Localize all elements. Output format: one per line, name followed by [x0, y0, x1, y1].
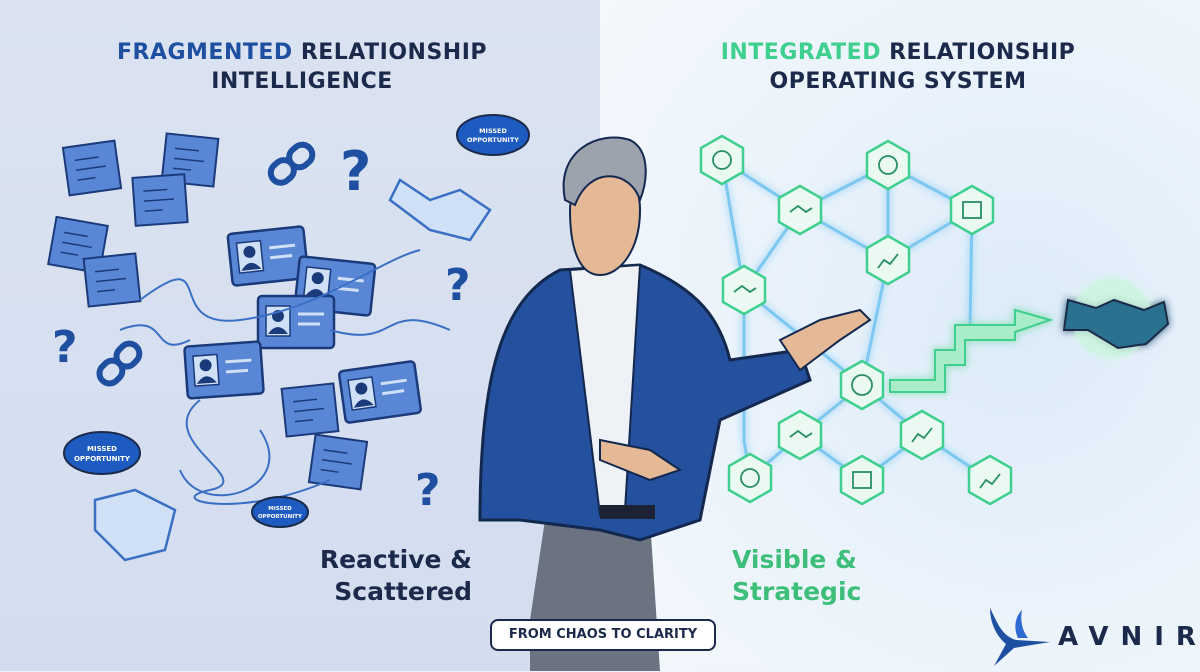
chaos-to-clarity-pill: FROM CHAOS TO CLARITY — [490, 619, 716, 651]
left-title-accent: FRAGMENTED — [116, 40, 293, 65]
label-line: Visible & — [732, 545, 857, 574]
reactive-scattered-label: Reactive & Scattered — [300, 544, 472, 608]
cloud-text: MISSED — [87, 445, 117, 453]
label-line: Scattered — [334, 577, 472, 606]
cloud-text: OPPORTUNITY — [258, 514, 303, 520]
cloud-text: OPPORTUNITY — [74, 455, 131, 463]
node-glyphs — [712, 150, 1001, 489]
bird-logo-icon — [990, 608, 1050, 666]
avnir-logo: AVNIR — [984, 604, 1196, 668]
left-title-rest: RELATIONSHIP — [292, 40, 488, 65]
handshake-icon — [93, 178, 492, 562]
visible-strategic-label: Visible & Strategic — [732, 544, 892, 608]
logo-text: AVNIR — [1058, 622, 1200, 652]
right-title: INTEGRATED RELATIONSHIP OPERATING SYSTEM — [618, 38, 1178, 96]
svg-text:?: ? — [52, 322, 78, 373]
label-line: Reactive & — [319, 545, 472, 574]
svg-text:?: ? — [340, 140, 371, 203]
cloud-text: OPPORTUNITY — [467, 136, 519, 144]
tangled-arrows — [119, 249, 451, 505]
right-title-accent: INTEGRATED — [720, 40, 881, 65]
cloud-text: MISSED — [479, 127, 507, 135]
right-title-line2: OPERATING SYSTEM — [769, 69, 1027, 94]
left-title-line2: INTELLIGENCE — [211, 69, 393, 94]
right-title-rest: RELATIONSHIP — [880, 40, 1076, 65]
missed-opportunity-cloud: MISSED OPPORTUNITY MISSED OPPORTUNITY MI… — [63, 114, 530, 528]
svg-text:?: ? — [415, 465, 441, 516]
growth-arrows — [889, 308, 1054, 393]
cloud-text: MISSED — [268, 506, 292, 512]
svg-text:?: ? — [445, 260, 471, 311]
question-mark-icons: ? ? ? ? — [52, 140, 471, 516]
handshake-icon — [1062, 278, 1170, 358]
left-title: FRAGMENTED RELATIONSHIP INTELLIGENCE — [22, 38, 582, 96]
label-line: Strategic — [732, 577, 862, 606]
